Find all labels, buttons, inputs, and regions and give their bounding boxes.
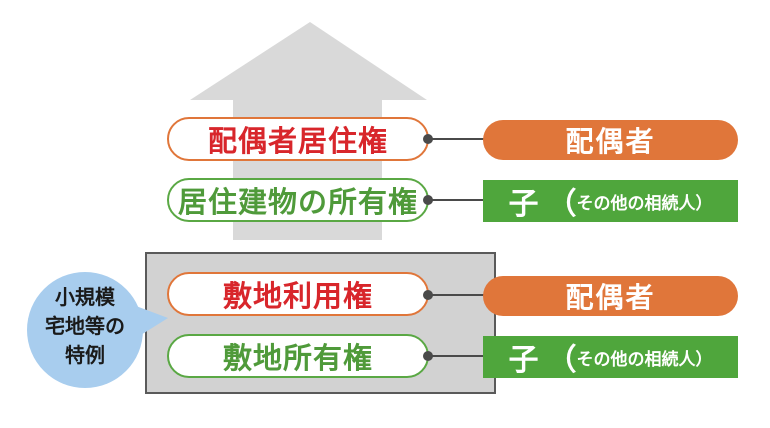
spouse-residence-right-pill: 配偶者居住権 bbox=[167, 117, 429, 161]
child-holder-badge-land: 子 （ その他の相続人） bbox=[483, 336, 738, 378]
spouse-holder-label: 配偶者 bbox=[565, 125, 656, 158]
child-holder-badge: 子 （ その他の相続人） bbox=[483, 180, 738, 222]
special-provision-label: 小規模 宅地等の 特例 bbox=[35, 283, 135, 370]
connector-line bbox=[430, 199, 485, 201]
connector-dot bbox=[423, 134, 433, 144]
bubble-line-3: 特例 bbox=[65, 343, 105, 367]
child-holder-main: 子 bbox=[508, 187, 539, 222]
building-ownership-pill: 居住建物の所有権 bbox=[167, 178, 429, 222]
connector-line bbox=[430, 138, 485, 140]
land-ownership-pill: 敷地所有権 bbox=[167, 334, 429, 378]
connector-dot bbox=[423, 351, 433, 361]
land-ownership-label: 敷地所有権 bbox=[222, 341, 373, 375]
connector-dot bbox=[423, 290, 433, 300]
connector-line bbox=[430, 294, 485, 296]
child-holder-paren-land: （ bbox=[546, 343, 577, 378]
child-holder-other-heirs: その他の相続人） bbox=[576, 193, 713, 214]
bubble-line-1: 小規模 bbox=[55, 285, 115, 309]
spouse-holder-badge-land: 配偶者 bbox=[483, 276, 738, 316]
connector-dot bbox=[423, 195, 433, 205]
building-ownership-label: 居住建物の所有権 bbox=[177, 185, 418, 219]
child-holder-other-heirs-land: その他の相続人） bbox=[576, 349, 713, 370]
child-holder-paren: （ bbox=[546, 187, 577, 222]
land-use-right-pill: 敷地利用権 bbox=[167, 272, 429, 316]
land-use-right-label: 敷地利用権 bbox=[222, 279, 373, 313]
spouse-holder-badge: 配偶者 bbox=[483, 120, 738, 160]
spouse-residence-right-label: 配偶者居住権 bbox=[207, 124, 388, 158]
spouse-holder-label-land: 配偶者 bbox=[565, 281, 656, 314]
child-holder-main-land: 子 bbox=[508, 343, 539, 378]
bubble-line-2: 宅地等の bbox=[45, 314, 125, 338]
connector-line bbox=[430, 355, 485, 357]
